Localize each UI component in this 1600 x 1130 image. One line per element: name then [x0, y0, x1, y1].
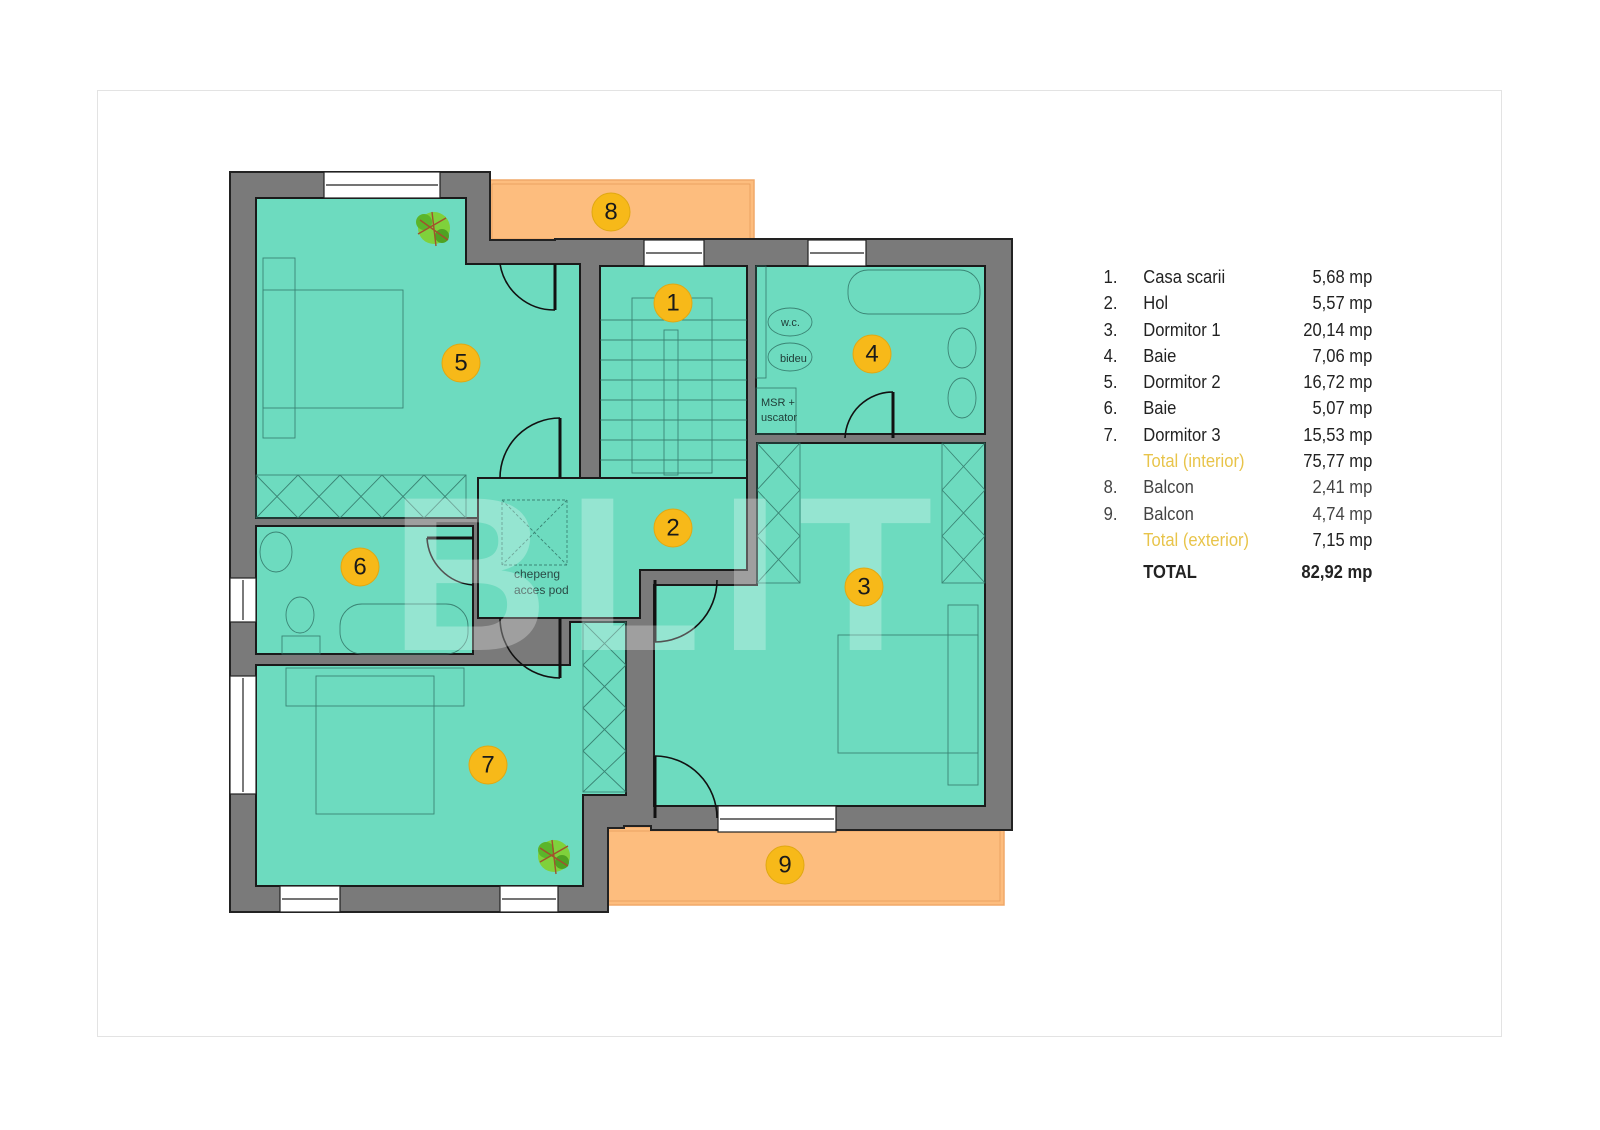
hatch-label-line2: acces pod [514, 583, 569, 597]
svg-text:6: 6 [353, 554, 366, 581]
svg-text:9: 9 [778, 852, 791, 879]
svg-text:8: 8 [604, 199, 617, 226]
windows [229, 171, 867, 913]
badge-5: 5 [441, 343, 481, 383]
badge-2: 2 [653, 508, 693, 548]
badge-1: 1 [653, 283, 693, 323]
svg-text:4: 4 [865, 341, 878, 368]
badge-6: 6 [340, 547, 380, 587]
badge-3: 3 [844, 567, 884, 607]
svg-text:1: 1 [666, 290, 679, 317]
room-badges: 1 2 3 4 5 6 7 8 9 [340, 192, 892, 885]
msr-label-line2: uscator [761, 412, 797, 424]
svg-text:5: 5 [454, 350, 467, 377]
svg-text:2: 2 [666, 515, 679, 542]
legend-subtotal-exterior: Total (exterior)7,15 mp [1143, 529, 1373, 550]
svg-text:7: 7 [481, 752, 494, 779]
plant-icon [416, 211, 450, 247]
svg-text:3: 3 [857, 574, 870, 601]
bidet-label: bideu [780, 353, 807, 365]
plant-icon [538, 839, 570, 875]
furniture [255, 257, 986, 815]
watermark: BLIT [390, 451, 951, 697]
hatch-label-line1: chepeng [514, 567, 560, 581]
badge-4: 4 [852, 334, 892, 374]
badge-9: 9 [765, 845, 805, 885]
msr-label-line1: MSR + [761, 397, 795, 409]
badge-7: 7 [468, 745, 508, 785]
doors [426, 263, 895, 819]
badge-8: 8 [591, 192, 631, 232]
legend-subtotal-interior: Total (interior)75,77 mp [1143, 451, 1373, 472]
room-7-dormitor-3 [255, 621, 627, 887]
wc-label: w.c. [780, 317, 800, 329]
